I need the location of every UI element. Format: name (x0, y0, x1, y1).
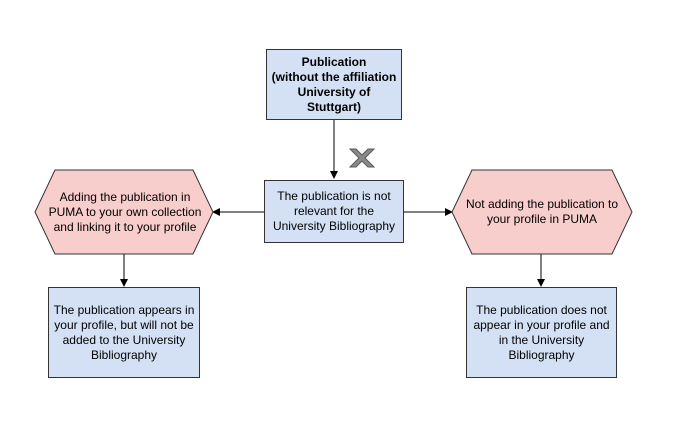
not-relevant-node-label: The publication is not relevant for the … (272, 189, 396, 233)
not-relevant-node: The publication is not relevant for the … (264, 180, 404, 243)
right-decision-shape (451, 169, 633, 255)
right-result-label: The publication does not appear in your … (473, 302, 610, 362)
right-decision-node: Not adding the publication to your profi… (458, 170, 626, 254)
left-result-label: The publication appears in your profile,… (53, 302, 195, 362)
right-decision-label: Not adding the publication to your profi… (465, 197, 619, 226)
left-decision-node: Adding the publication in PUMA to your o… (45, 170, 205, 254)
publication-node: Publication (without the affiliation Uni… (266, 49, 402, 120)
publication-node-label: Publication (without the affiliation Uni… (271, 54, 397, 114)
right-result-node: The publication does not appear in your … (466, 287, 617, 378)
x-mark-icon (348, 148, 376, 168)
left-decision-label: Adding the publication in PUMA to your o… (48, 189, 202, 234)
left-result-node: The publication appears in your profile,… (48, 287, 200, 378)
left-decision-shape (34, 169, 214, 255)
